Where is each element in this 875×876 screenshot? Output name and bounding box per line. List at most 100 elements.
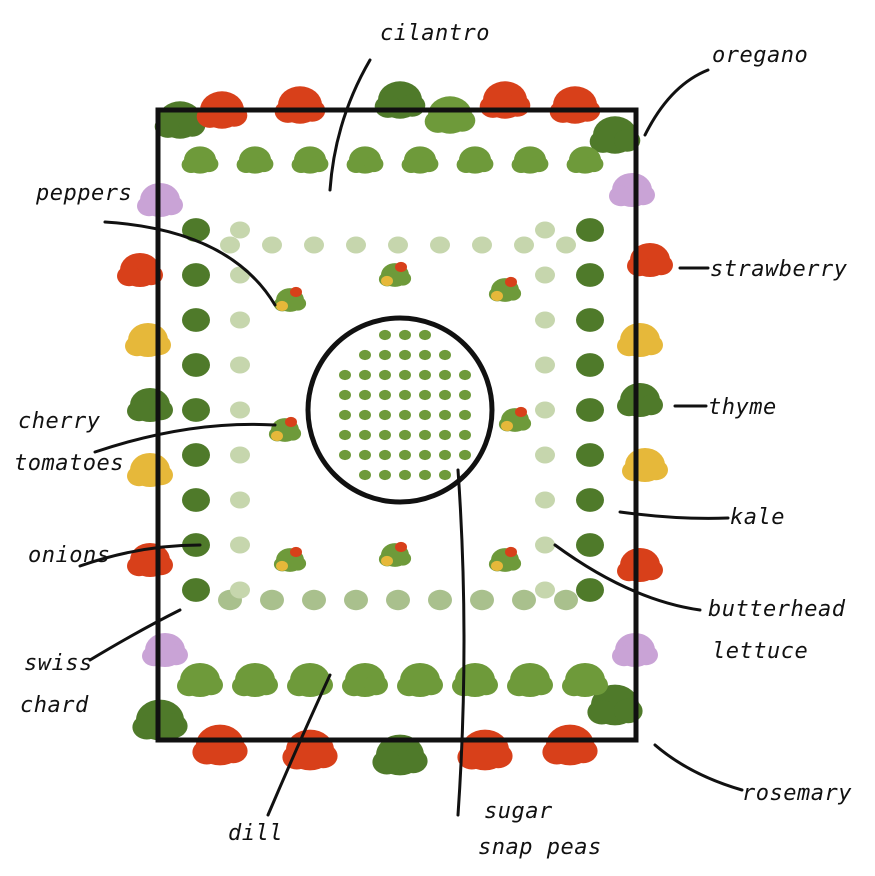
side-plant [182,263,210,287]
label-onions: onions [28,544,110,568]
label-swiss-chard-line1: swiss [24,652,93,676]
sage-dot [554,590,578,610]
pea-dot [399,450,411,460]
pea-dot [439,410,451,420]
border-plant [609,186,633,206]
cluster-plant [504,556,521,570]
pea-dot [359,370,371,380]
border-plant [484,744,513,768]
pea-dot [399,410,411,420]
pea-dot [379,390,391,400]
border-plant [639,395,663,415]
sage-dot [428,590,452,610]
pea-dot [379,430,391,440]
pepper-dot [381,556,393,566]
label-cilantro: cilantro [380,22,490,46]
pea-dot [439,370,451,380]
pea-dot [379,330,391,340]
inner-plant [419,156,438,172]
inner-plant [419,675,443,695]
sage-dot [535,582,555,599]
sage-dot [556,237,576,254]
cluster-plant [289,296,306,310]
inner-plant [512,157,531,173]
pea-dot [379,470,391,480]
side-plant [182,398,210,422]
label-oregano: oregano [712,44,808,68]
sage-dot [230,222,250,239]
tomato-dot [290,287,302,297]
border-plant [164,645,188,665]
pea-dot [399,370,411,380]
border-plant [372,750,401,774]
pea-dot [339,370,351,380]
tomato-dot [395,262,407,272]
side-plant [576,218,604,242]
tomato-dot [505,547,517,557]
side-plant [576,443,604,467]
tomato-dot [290,547,302,557]
pepper-dot [491,561,503,571]
inner-plant [364,675,388,695]
label-strawberry: strawberry [710,258,847,282]
border-plant [127,466,151,486]
inner-plant [342,676,366,696]
side-plant [576,578,604,602]
border-plant [127,556,151,576]
sage-dot [514,237,534,254]
pea-dot [439,430,451,440]
label-sugar-snap-peas-line2: snap peas [478,836,602,860]
inner-plant [474,675,498,695]
sage-dot [470,590,494,610]
side-plant [182,443,210,467]
inner-plant [347,157,366,173]
border-plant [142,646,166,666]
cluster-plant [284,426,301,440]
inner-plant [507,676,531,696]
tomato-dot [395,542,407,552]
side-plant [576,353,604,377]
sage-dot [220,237,240,254]
border-plant [149,465,173,485]
pea-dot [399,330,411,340]
pea-dot [359,390,371,400]
inner-plant [567,157,586,173]
pea-dot [459,450,471,460]
pepper-dot [491,291,503,301]
pea-dot [339,390,351,400]
cluster-plant [289,556,306,570]
sage-dot [346,237,366,254]
sage-dot [535,492,555,509]
side-plant [182,308,210,332]
rosemary-arrow [655,745,742,790]
inner-plant [292,157,311,173]
pea-dot [419,330,431,340]
inner-plant [529,156,548,172]
pea-dot [439,450,451,460]
pea-dot [379,350,391,360]
side-plant [576,488,604,512]
border-plant [125,336,149,356]
border-plant [375,95,401,117]
sage-dot [386,590,410,610]
pea-dot [459,390,471,400]
inner-plant [254,675,278,695]
border-plant [117,266,141,286]
border-plant [627,256,651,276]
inner-plant [177,676,201,696]
pea-dot [339,430,351,440]
side-plant [182,578,210,602]
tomato-dot [285,417,297,427]
border-plant [149,555,173,575]
sage-dot [344,590,368,610]
inner-plant [397,676,421,696]
border-plant [399,94,425,116]
label-rosemary: rosemary [742,782,852,806]
inner-plant [237,157,256,173]
side-plant [576,533,604,557]
pea-dot [379,410,391,420]
sage-dot [260,590,284,610]
sage-dot [535,312,555,329]
pepper-dot [276,301,288,311]
inner-plant [232,676,256,696]
